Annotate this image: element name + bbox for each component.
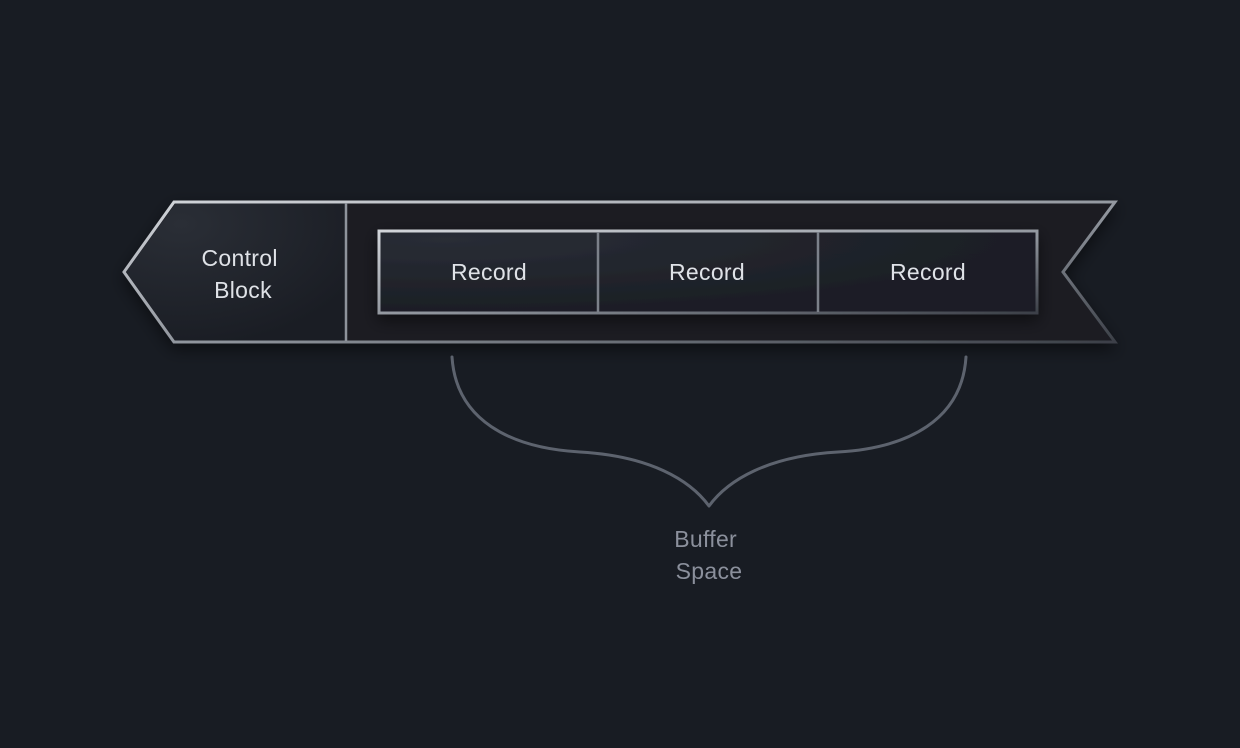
buffer-space-label-line1: Buffer [674,526,737,552]
control-block-label-line1: Control [202,245,278,271]
record-label: Record [890,259,966,285]
buffer-space-label-line2: Space [676,558,743,584]
buffer-space-label: Buffer Space [674,526,743,584]
records-container [377,229,1039,315]
control-block-shape [126,203,345,341]
record-label: Record [451,259,527,285]
buffer-space-brace [450,355,968,508]
control-block-label-line2: Block [214,277,272,303]
record-label: Record [669,259,745,285]
control-block-label: Control Block [202,245,285,303]
